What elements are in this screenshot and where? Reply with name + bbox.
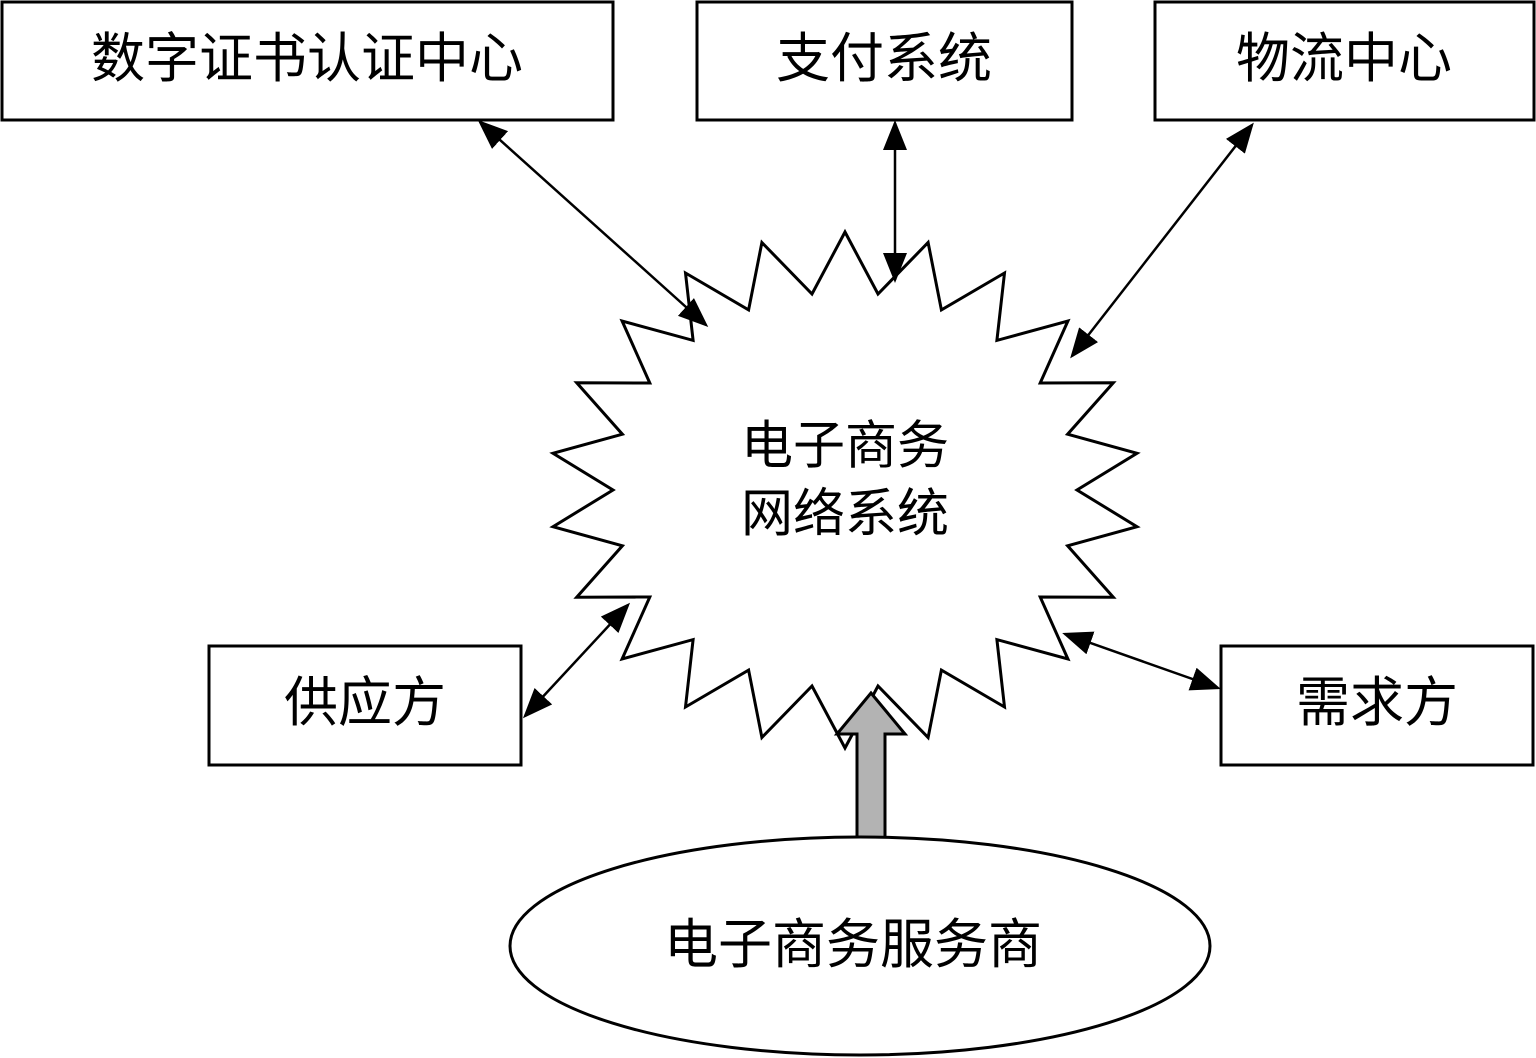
- logistics-center-link: [1070, 122, 1254, 359]
- center-label-line1: 电子商务: [741, 417, 949, 477]
- center-label-line2: 网络系统: [741, 485, 949, 545]
- certificate-authority-link: [477, 119, 709, 328]
- demander-node: 需求方: [1219, 644, 1535, 767]
- supplier-node: 供应方: [207, 644, 523, 767]
- logistics-center-label: 物流中心: [1236, 27, 1452, 90]
- demander-label: 需求方: [1296, 671, 1458, 734]
- starburst-shape: [549, 228, 1141, 752]
- certificate-authority-label: 数字证书认证中心: [91, 27, 523, 90]
- ecommerce-network-system-node: 电子商务 网络系统: [549, 228, 1141, 752]
- service-provider-node: 电子商务服务商: [508, 835, 1212, 1057]
- payment-system-node: 支付系统: [695, 0, 1074, 122]
- supplier-link: [522, 602, 631, 719]
- payment-system-label: 支付系统: [776, 27, 992, 90]
- supplier-label: 供应方: [284, 671, 446, 734]
- certificate-authority-node: 数字证书认证中心: [0, 0, 615, 122]
- service-provider-block-arrow: [833, 690, 909, 842]
- service-provider-label: 电子商务服务商: [664, 913, 1042, 976]
- logistics-center-node: 物流中心: [1153, 0, 1536, 122]
- demander-link: [1062, 631, 1221, 691]
